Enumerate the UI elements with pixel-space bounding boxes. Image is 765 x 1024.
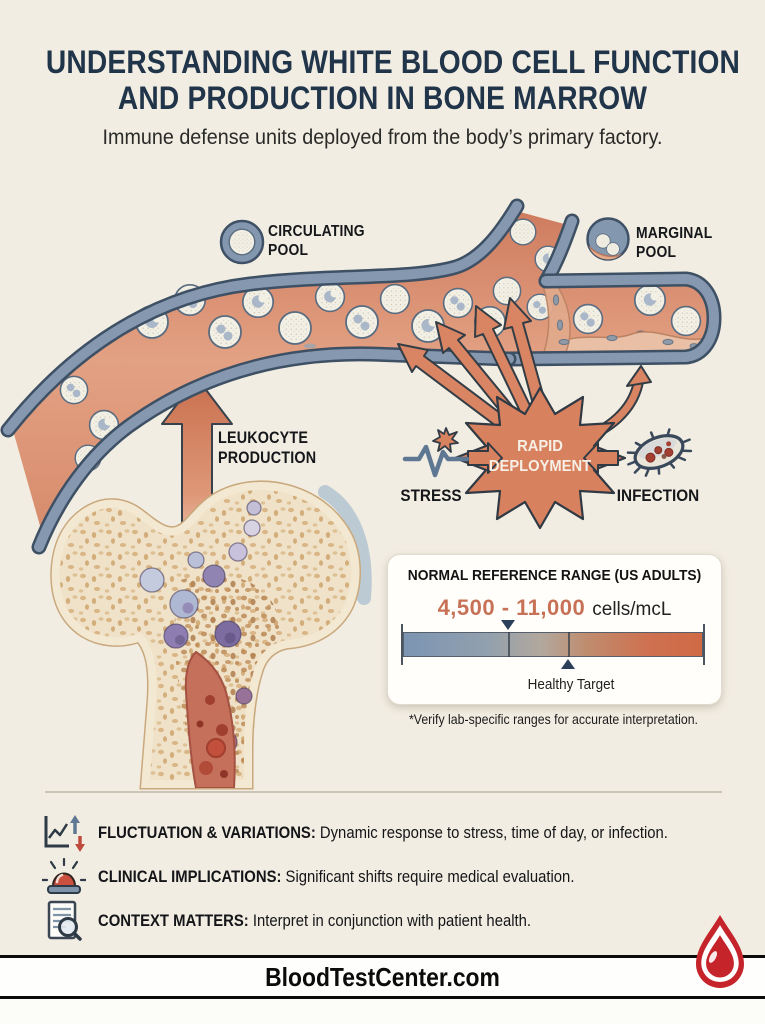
lab-disclaimer-note: *Verify lab-specific ranges for accurate… [409, 711, 698, 727]
section-divider [45, 791, 722, 793]
stress-ecg-icon [402, 427, 470, 478]
healthy-target-marker-icon [561, 659, 575, 669]
circulating-pool-icon [219, 219, 265, 265]
range-numbers: 4,500 - 11,000 [437, 595, 586, 620]
marginated-layer [304, 283, 707, 353]
page-subtitle: Immune defense units deployed from the b… [102, 125, 663, 149]
vessel-lumen [14, 212, 708, 540]
leukocyte-production-label: LEUKOCYTE PRODUCTION [218, 429, 317, 467]
website-url: BloodTestCenter.com [265, 962, 500, 992]
key-point-text: CLINICAL IMPLICATIONS: Significant shift… [98, 867, 575, 886]
circulating-pool-label: CIRCULATING POOL [268, 223, 365, 260]
key-point-text: CONTEXT MATTERS: Interpret in conjunctio… [98, 911, 532, 930]
footer-band [0, 958, 765, 996]
bottom-strip [0, 999, 765, 1024]
header: UNDERSTANDING WHITE BLOOD CELL FUNCTION … [0, 44, 765, 150]
range-marker-icon [501, 620, 515, 630]
key-point-label: FLUCTUATION & VARIATIONS: [98, 823, 316, 842]
reference-range-value: 4,500 - 11,000 cells/mcL [388, 595, 721, 621]
infection-bacteria-icon [626, 428, 693, 477]
context-document-icon [47, 900, 82, 941]
key-points-list: FLUCTUATION & VARIATIONS: Dynamic respon… [42, 811, 752, 943]
bone-marrow-illustration [50, 480, 372, 790]
reference-range-card: NORMAL REFERENCE RANGE (US ADULTS) 4,500… [387, 554, 722, 705]
clinical-siren-icon [42, 857, 86, 894]
stress-input-arrow [467, 442, 503, 474]
infection-label: INFECTION [616, 486, 700, 505]
red-marrow-canal [184, 650, 236, 788]
footer-rule-top [0, 955, 765, 958]
key-point-label: CONTEXT MATTERS: [98, 911, 249, 930]
infection-input-arrow [583, 442, 619, 474]
list-item: CLINICAL IMPLICATIONS: Significant shift… [42, 855, 752, 899]
blood-vessel [0, 198, 722, 555]
vessel-walls [0, 198, 722, 555]
range-unit: cells/mcL [592, 599, 672, 620]
marginal-pool-icon [586, 217, 630, 261]
range-divider-mid [568, 632, 570, 657]
range-bar [401, 620, 705, 669]
key-point-text: FLUCTUATION & VARIATIONS: Dynamic respon… [98, 823, 668, 842]
range-divider-low [508, 632, 510, 657]
rapid-deployment-label: RAPID DEPLOYMENT [488, 438, 592, 475]
reference-range-title: NORMAL REFERENCE RANGE (US ADULTS) [407, 567, 702, 584]
healthy-target-label: Healthy Target [527, 676, 615, 693]
key-point-label: CLINICAL IMPLICATIONS: [98, 867, 282, 886]
bone-shadow [318, 485, 372, 605]
page-title-line1: UNDERSTANDING WHITE BLOOD CELL FUNCTION [45, 44, 741, 80]
blood-drop-icon [696, 915, 744, 988]
stress-label: STRESS [400, 486, 462, 505]
range-gradient-bar [403, 632, 703, 657]
page-title-line2: AND PRODUCTION IN BONE MARROW [117, 80, 648, 117]
fluctuation-chart-icon [44, 815, 85, 852]
footer-rule-bottom [0, 996, 765, 999]
list-item: FLUCTUATION & VARIATIONS: Dynamic respon… [42, 811, 752, 855]
list-item: CONTEXT MATTERS: Interpret in conjunctio… [42, 899, 752, 943]
marginal-pool-label: MARGINAL POOL [636, 225, 713, 262]
